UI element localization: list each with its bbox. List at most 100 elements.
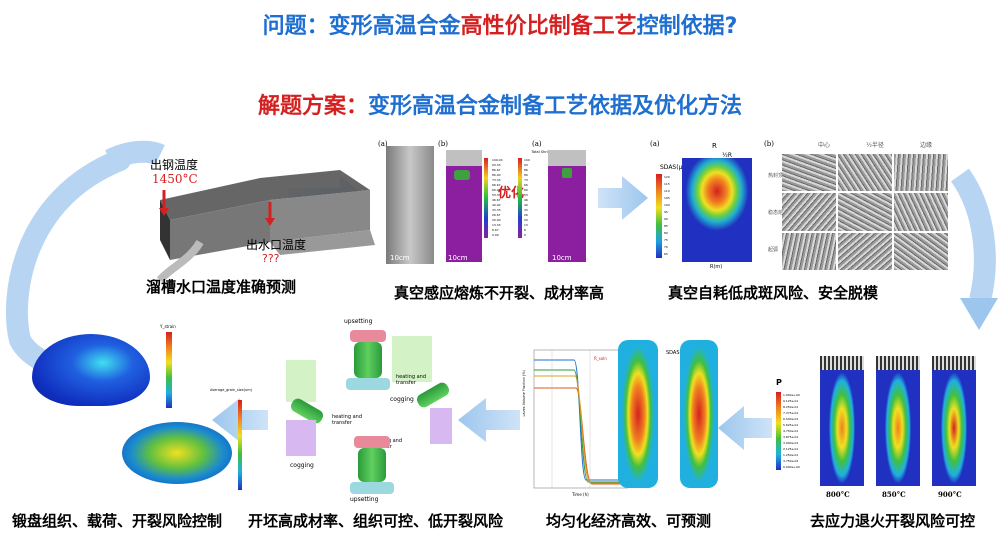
upsetting-top-base bbox=[346, 378, 390, 390]
heating-label-1: heating and transfer bbox=[396, 374, 426, 386]
arc-arrow-right bbox=[950, 168, 996, 303]
vim-scale-c: 10cm bbox=[552, 254, 572, 262]
p-legend-value: 3.750e-02 bbox=[783, 459, 799, 463]
micrograph-cell bbox=[782, 232, 836, 270]
legend-value: 100 bbox=[524, 158, 530, 162]
cogging-right-frame bbox=[430, 408, 452, 444]
r-label: R bbox=[712, 142, 717, 150]
vim-legend-b bbox=[484, 158, 488, 238]
p-legend-title: P bbox=[776, 378, 782, 387]
legend-value: 26.67 bbox=[492, 213, 501, 217]
sdas-colorbar bbox=[656, 174, 662, 258]
p-legend-value: 3.875e-01 bbox=[783, 435, 799, 439]
grain-map-title: Average_grain_size(um) bbox=[210, 388, 253, 392]
stress-ingot bbox=[876, 356, 920, 486]
nozzle-temp-label: 出水口温度 bbox=[246, 238, 307, 252]
upsetting-top-die bbox=[350, 330, 386, 342]
micrograph-cell bbox=[894, 232, 948, 270]
vim-panel-c-tag: (a) bbox=[532, 140, 542, 148]
problem-title-part2: 高性价比制备工艺 bbox=[460, 14, 637, 39]
homogenization-panel: Laves Volume Fraction (%) Time (h) R_sol… bbox=[522, 330, 718, 504]
micrograph-cell bbox=[782, 154, 836, 192]
sdas-tick: 95 bbox=[664, 210, 668, 214]
stress-ingot-body bbox=[820, 370, 864, 486]
step2-label: 真空感应熔炼不开裂、成材率高 bbox=[394, 284, 605, 302]
sdas-title-s5: SDAS bbox=[666, 350, 680, 356]
legend-value: 33 bbox=[524, 208, 528, 212]
micro-row-header: 热封顶 bbox=[768, 173, 784, 179]
problem-title-part3: 控制依据? bbox=[636, 14, 738, 39]
upsetting-bottom-billet bbox=[358, 448, 386, 482]
sdas-tick: 75 bbox=[664, 238, 668, 242]
solution-title: 解题方案：变形高温合金制备工艺依据及优化方法 bbox=[0, 88, 1000, 120]
legend-value: 80.00 bbox=[492, 173, 501, 177]
homog-map-2 bbox=[680, 340, 718, 488]
problem-title-part1: 问题：变形高温合金 bbox=[262, 14, 461, 39]
strain-map-title: Y_strain bbox=[160, 324, 176, 329]
half-r-label: ½R bbox=[722, 152, 732, 159]
stress-temp-label: 850°C bbox=[882, 490, 906, 499]
micro-row-header: 起弧 bbox=[768, 247, 779, 253]
legend-value: 53.33 bbox=[492, 193, 501, 197]
stress-temp-label: 900°C bbox=[938, 490, 962, 499]
strain-disc bbox=[32, 334, 150, 406]
legend-value: 0 bbox=[524, 233, 526, 237]
step6-label: 开坯高成材率、组织可控、低开裂风险 bbox=[248, 512, 504, 530]
sdas-x-label: R(m) bbox=[710, 264, 723, 270]
stress-ingot bbox=[932, 356, 976, 486]
micrograph-cell bbox=[894, 154, 948, 192]
p-legend-value: 8.250e-01 bbox=[783, 405, 799, 409]
vim-sim-c-defect bbox=[562, 168, 572, 178]
step7-label: 锻盘组织、载荷、开裂风险控制 bbox=[12, 512, 223, 530]
p-colorbar bbox=[776, 392, 781, 470]
legend-value: 100.00 bbox=[492, 158, 503, 162]
nozzle-temp-value: ??? bbox=[262, 252, 280, 265]
p-legend-value: 4.750e-01 bbox=[783, 429, 799, 433]
vim-scale-b: 10cm bbox=[448, 254, 468, 262]
micro-col-header: 边缘 bbox=[919, 142, 932, 149]
legend-value: 66.67 bbox=[492, 183, 501, 187]
p-legend-value: 3.000e-01 bbox=[783, 441, 799, 445]
vim-legend-c bbox=[518, 158, 522, 238]
steel-out-temp-value: 1450°C bbox=[152, 172, 198, 186]
p-legend-value: 1.000e+00 bbox=[783, 393, 800, 397]
legend-value: 93 bbox=[524, 163, 528, 167]
vim-sim-c-top bbox=[548, 150, 586, 166]
stress-ingot-body bbox=[876, 370, 920, 486]
arc-arrow-right-head bbox=[960, 298, 998, 330]
laves-x-label: Time (h) bbox=[572, 492, 589, 497]
p-legend-value: 2.125e-01 bbox=[783, 447, 799, 451]
vim-sim-b bbox=[446, 166, 482, 262]
legend-value: 73.33 bbox=[492, 178, 501, 182]
legend-value: 0.00 bbox=[492, 233, 499, 237]
var-panel-b-tag: (b) bbox=[764, 140, 774, 148]
legend-value: 60.00 bbox=[492, 188, 501, 192]
sdas-map bbox=[682, 158, 752, 262]
launder-figure bbox=[156, 170, 375, 283]
stress-ingot-top bbox=[820, 356, 864, 370]
p-legend-value: 9.125e-01 bbox=[783, 399, 799, 403]
sdas-tick: 110 bbox=[664, 189, 670, 193]
cogging-top-label: cogging bbox=[390, 396, 414, 403]
loop-arrow-top bbox=[105, 140, 165, 171]
sdas-label: SDAS(μm) bbox=[660, 164, 691, 171]
legend-value: 20 bbox=[524, 218, 528, 222]
vim-panel-a-tag: (a) bbox=[378, 140, 388, 148]
micrograph-cell bbox=[838, 232, 892, 270]
rsoln-title: R_soln bbox=[594, 356, 607, 361]
micrograph-cell bbox=[838, 154, 892, 192]
grain-colorbar bbox=[238, 400, 242, 490]
sdas-tick: 80 bbox=[664, 231, 668, 235]
optimize-label: 优化 bbox=[498, 186, 525, 201]
legend-value: 33.33 bbox=[492, 208, 501, 212]
steel-out-temp-label: 出钢温度 bbox=[150, 158, 199, 172]
legend-value: 46 bbox=[524, 198, 528, 202]
sdas-tick: 115 bbox=[664, 182, 670, 186]
legend-value: 86 bbox=[524, 168, 528, 172]
